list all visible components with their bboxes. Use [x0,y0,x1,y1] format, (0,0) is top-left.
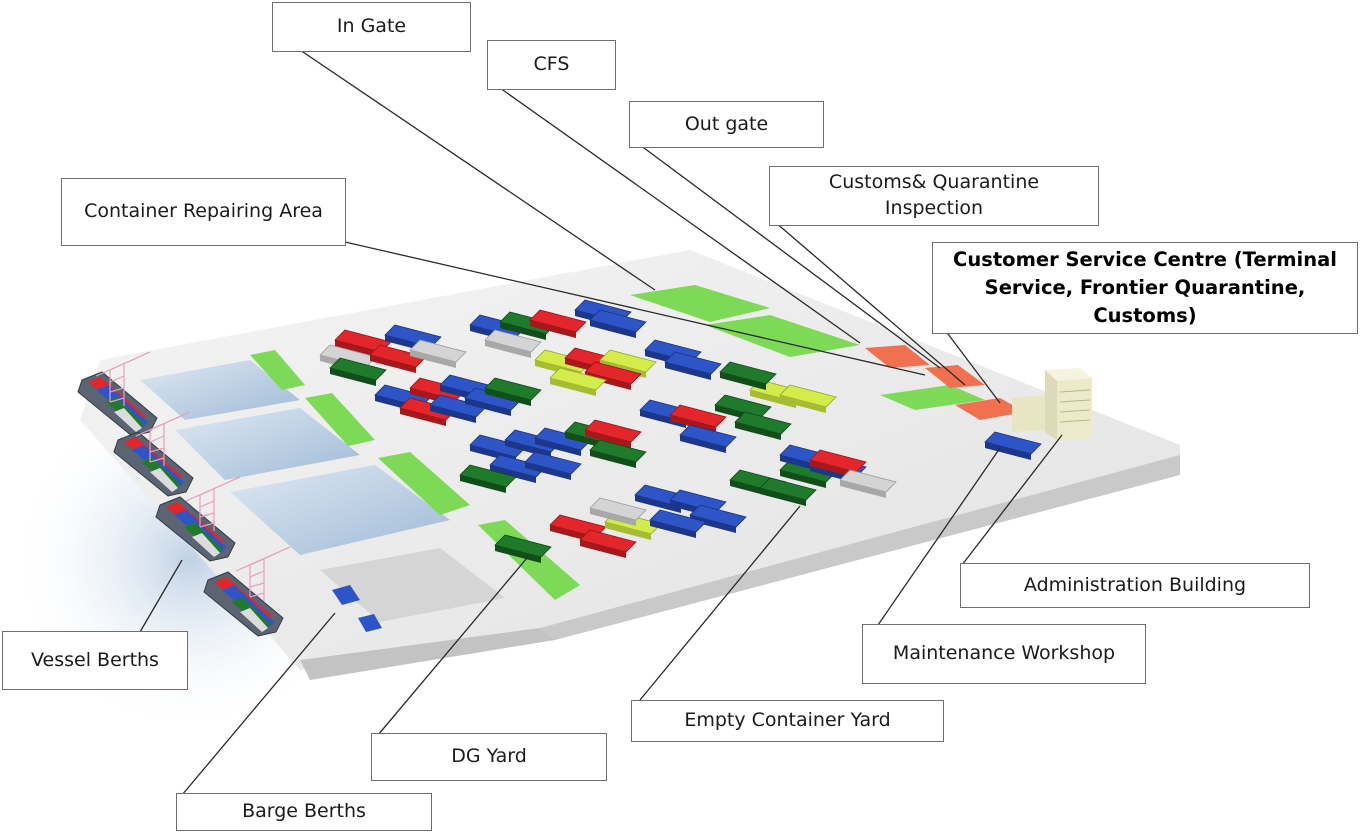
label-cfs: CFS [487,40,616,90]
cfs-area [705,315,860,357]
label-in-gate: In Gate [272,2,471,52]
green-areas [250,285,985,600]
label-customer-service-centre: Customer Service Centre (Terminal Servic… [932,242,1358,334]
label-dg-yard: DG Yard [371,733,607,781]
label-barge-berths: Barge Berths [176,793,432,831]
administration-building [1012,368,1092,440]
vessels [77,371,382,637]
label-out-gate: Out gate [629,101,824,148]
label-empty-container-yard: Empty Container Yard [631,700,944,742]
label-vessel-berths: Vessel Berths [2,631,188,690]
water-basins [140,360,505,622]
label-customs-quarantine: Customs& Quarantine Inspection [769,166,1099,226]
label-container-repairing-area: Container Repairing Area [61,178,346,246]
label-administration-building: Administration Building [960,563,1310,608]
in-gate-area [630,285,770,322]
label-maintenance-workshop: Maintenance Workshop [862,624,1146,684]
leader-lines [139,49,1063,796]
